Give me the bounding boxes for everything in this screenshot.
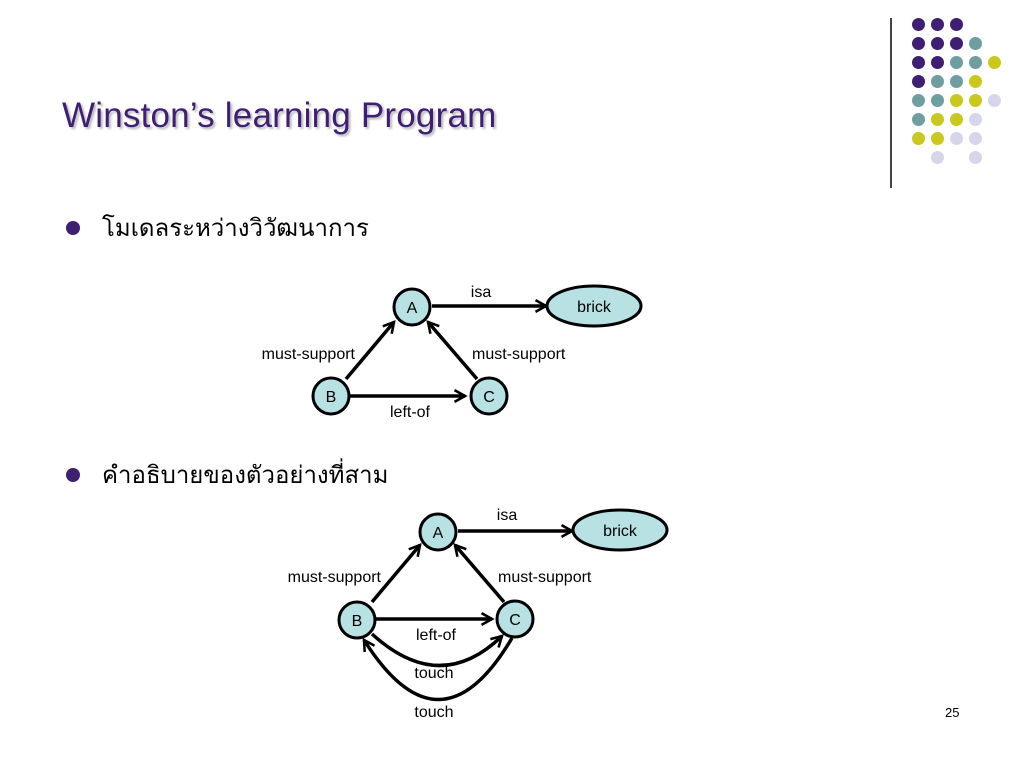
edge-c-touch-b xyxy=(362,637,514,702)
decor-dot xyxy=(969,37,982,50)
decor-dot xyxy=(912,37,925,50)
decor-dot xyxy=(969,132,982,145)
bullet-item: คำอธิบายของตัวอย่างที่สาม xyxy=(66,455,388,494)
edge-b-must-support-a xyxy=(344,322,394,381)
node-c-label: C xyxy=(483,389,495,406)
node-c xyxy=(469,376,509,416)
node-brick xyxy=(545,284,643,328)
node-a xyxy=(418,512,458,552)
decor-dot xyxy=(931,132,944,145)
decor-dot xyxy=(931,151,944,164)
decor-dot xyxy=(931,18,944,31)
edge-isa-label: isa xyxy=(497,507,518,524)
node-a-label: A xyxy=(433,525,444,542)
decor-dot xyxy=(969,94,982,107)
decor-dot xyxy=(931,75,944,88)
node-a xyxy=(392,287,432,327)
decor-dot xyxy=(912,75,925,88)
node-brick-label: brick xyxy=(577,299,612,316)
decor-dot xyxy=(912,113,925,126)
node-brick xyxy=(571,508,669,552)
node-b-label: B xyxy=(326,389,337,406)
decor-dot xyxy=(988,56,1001,69)
bullet-dot xyxy=(66,467,80,482)
edge-c-a-label: must-support xyxy=(498,569,592,586)
edge-b-a-label: must-support xyxy=(288,569,382,586)
decor-dot xyxy=(969,75,982,88)
slide-title: Winston’s learning Program xyxy=(62,96,497,135)
node-c xyxy=(495,599,535,639)
decorative-divider xyxy=(890,18,892,188)
decor-dot xyxy=(931,113,944,126)
decor-dot xyxy=(969,56,982,69)
decor-dot xyxy=(912,18,925,31)
decor-dot xyxy=(950,18,963,31)
bullet-text: คำอธิบายของตัวอย่างที่สาม xyxy=(102,461,389,489)
decor-dot xyxy=(931,37,944,50)
decor-dot xyxy=(950,132,963,145)
node-a-label: A xyxy=(407,300,418,317)
decor-dot xyxy=(912,94,925,107)
decor-dot xyxy=(950,75,963,88)
decor-dot xyxy=(950,37,963,50)
edge-touch-2-label: touch xyxy=(414,704,453,721)
decor-dot xyxy=(950,113,963,126)
node-b xyxy=(337,600,377,640)
edge-touch-1-label: touch xyxy=(414,665,453,682)
edge-b-c-label: left-of xyxy=(390,404,431,421)
edge-c-must-support-a xyxy=(455,545,506,604)
edge-c-a-label: must-support xyxy=(472,346,566,363)
decor-dot xyxy=(912,132,925,145)
decor-dot xyxy=(969,113,982,126)
node-c-label: C xyxy=(509,612,521,629)
page-number: 25 xyxy=(945,705,960,720)
decor-dot xyxy=(969,151,982,164)
bullet-text: โมเดลระหว่างวิวัฒนาการ xyxy=(102,214,369,242)
edge-b-a-label: must-support xyxy=(262,346,356,363)
decor-dot xyxy=(988,94,1001,107)
decorative-dot-grid xyxy=(904,10,1014,170)
node-brick-label: brick xyxy=(603,523,638,540)
edge-b-c-label: left-of xyxy=(416,627,457,644)
edge-b-touch-c xyxy=(370,632,502,668)
decor-dot xyxy=(912,56,925,69)
bullet-item: โมเดลระหว่างวิวัฒนาการ xyxy=(66,208,369,247)
decor-dot xyxy=(931,56,944,69)
edge-c-must-support-a xyxy=(428,322,479,381)
decor-dot xyxy=(950,56,963,69)
decor-dot xyxy=(931,94,944,107)
edge-b-must-support-a xyxy=(370,545,420,604)
node-b-label: B xyxy=(352,613,363,630)
bullet-dot xyxy=(66,220,80,235)
edge-isa-label: isa xyxy=(471,284,492,301)
decor-dot xyxy=(950,94,963,107)
node-b xyxy=(311,376,351,416)
